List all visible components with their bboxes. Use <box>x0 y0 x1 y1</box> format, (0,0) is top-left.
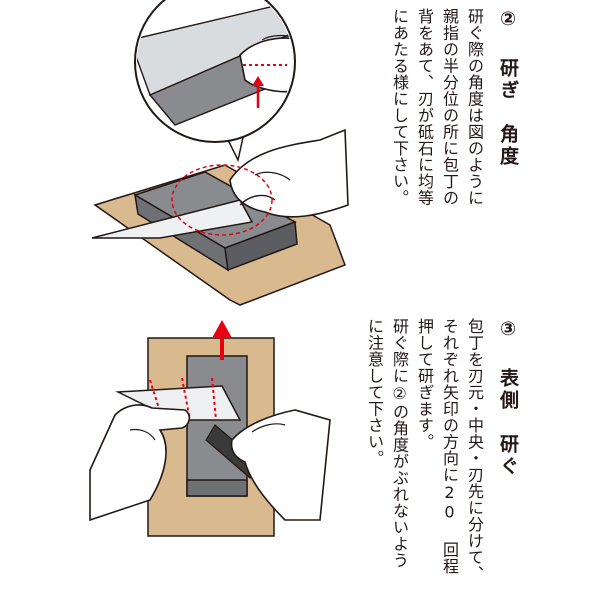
section2-line-3: 背をあて、刃が砥石に均等 <box>415 8 434 206</box>
section2-line-1: 研ぐ際の角度は図のように <box>465 8 484 206</box>
knife-blade <box>91 199 254 239</box>
section2-line-4: にあたる様にして下さい。 <box>390 8 409 206</box>
section3-line-3: 押して研ぎます。 <box>415 318 434 450</box>
right-hand <box>230 409 331 521</box>
section3-line-5: に注意して下さい。 <box>365 318 384 467</box>
whetstone-side-right <box>224 220 298 272</box>
section3-line-1: 包丁を刃元・中央・刃先に分けて、 <box>465 318 484 582</box>
section3-line-4: 研ぐ際に②の角度がぶれないよう <box>390 318 409 569</box>
section3-title: ③ 表側 研ぐ <box>497 318 519 478</box>
left-hand <box>89 404 191 522</box>
section3-line-2: それぞれ矢印の方向に20 回程 <box>440 318 459 575</box>
section2-line-2: 親指の半分位の所に包丁の <box>440 8 459 206</box>
focus-circle <box>171 164 273 236</box>
section2-title: ② 研ぎ 角度 <box>497 8 519 168</box>
